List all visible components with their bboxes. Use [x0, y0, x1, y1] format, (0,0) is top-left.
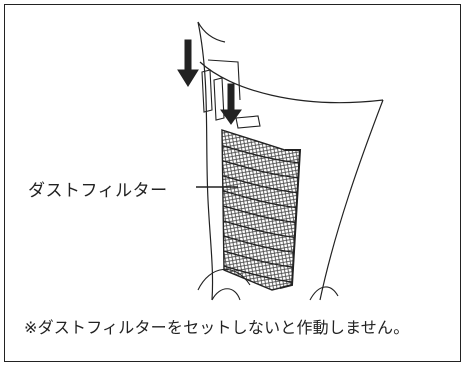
- filter-slot: [201, 59, 261, 129]
- arrow-icons: [177, 39, 242, 125]
- fan-base: [197, 268, 339, 301]
- dust-filter-panel: [221, 129, 302, 291]
- caution-note: ※ダストフィルターをセットしないと作動しません。: [24, 318, 410, 337]
- dust-filter-label: ダストフィルター: [28, 181, 168, 201]
- fan-body: [197, 21, 384, 301]
